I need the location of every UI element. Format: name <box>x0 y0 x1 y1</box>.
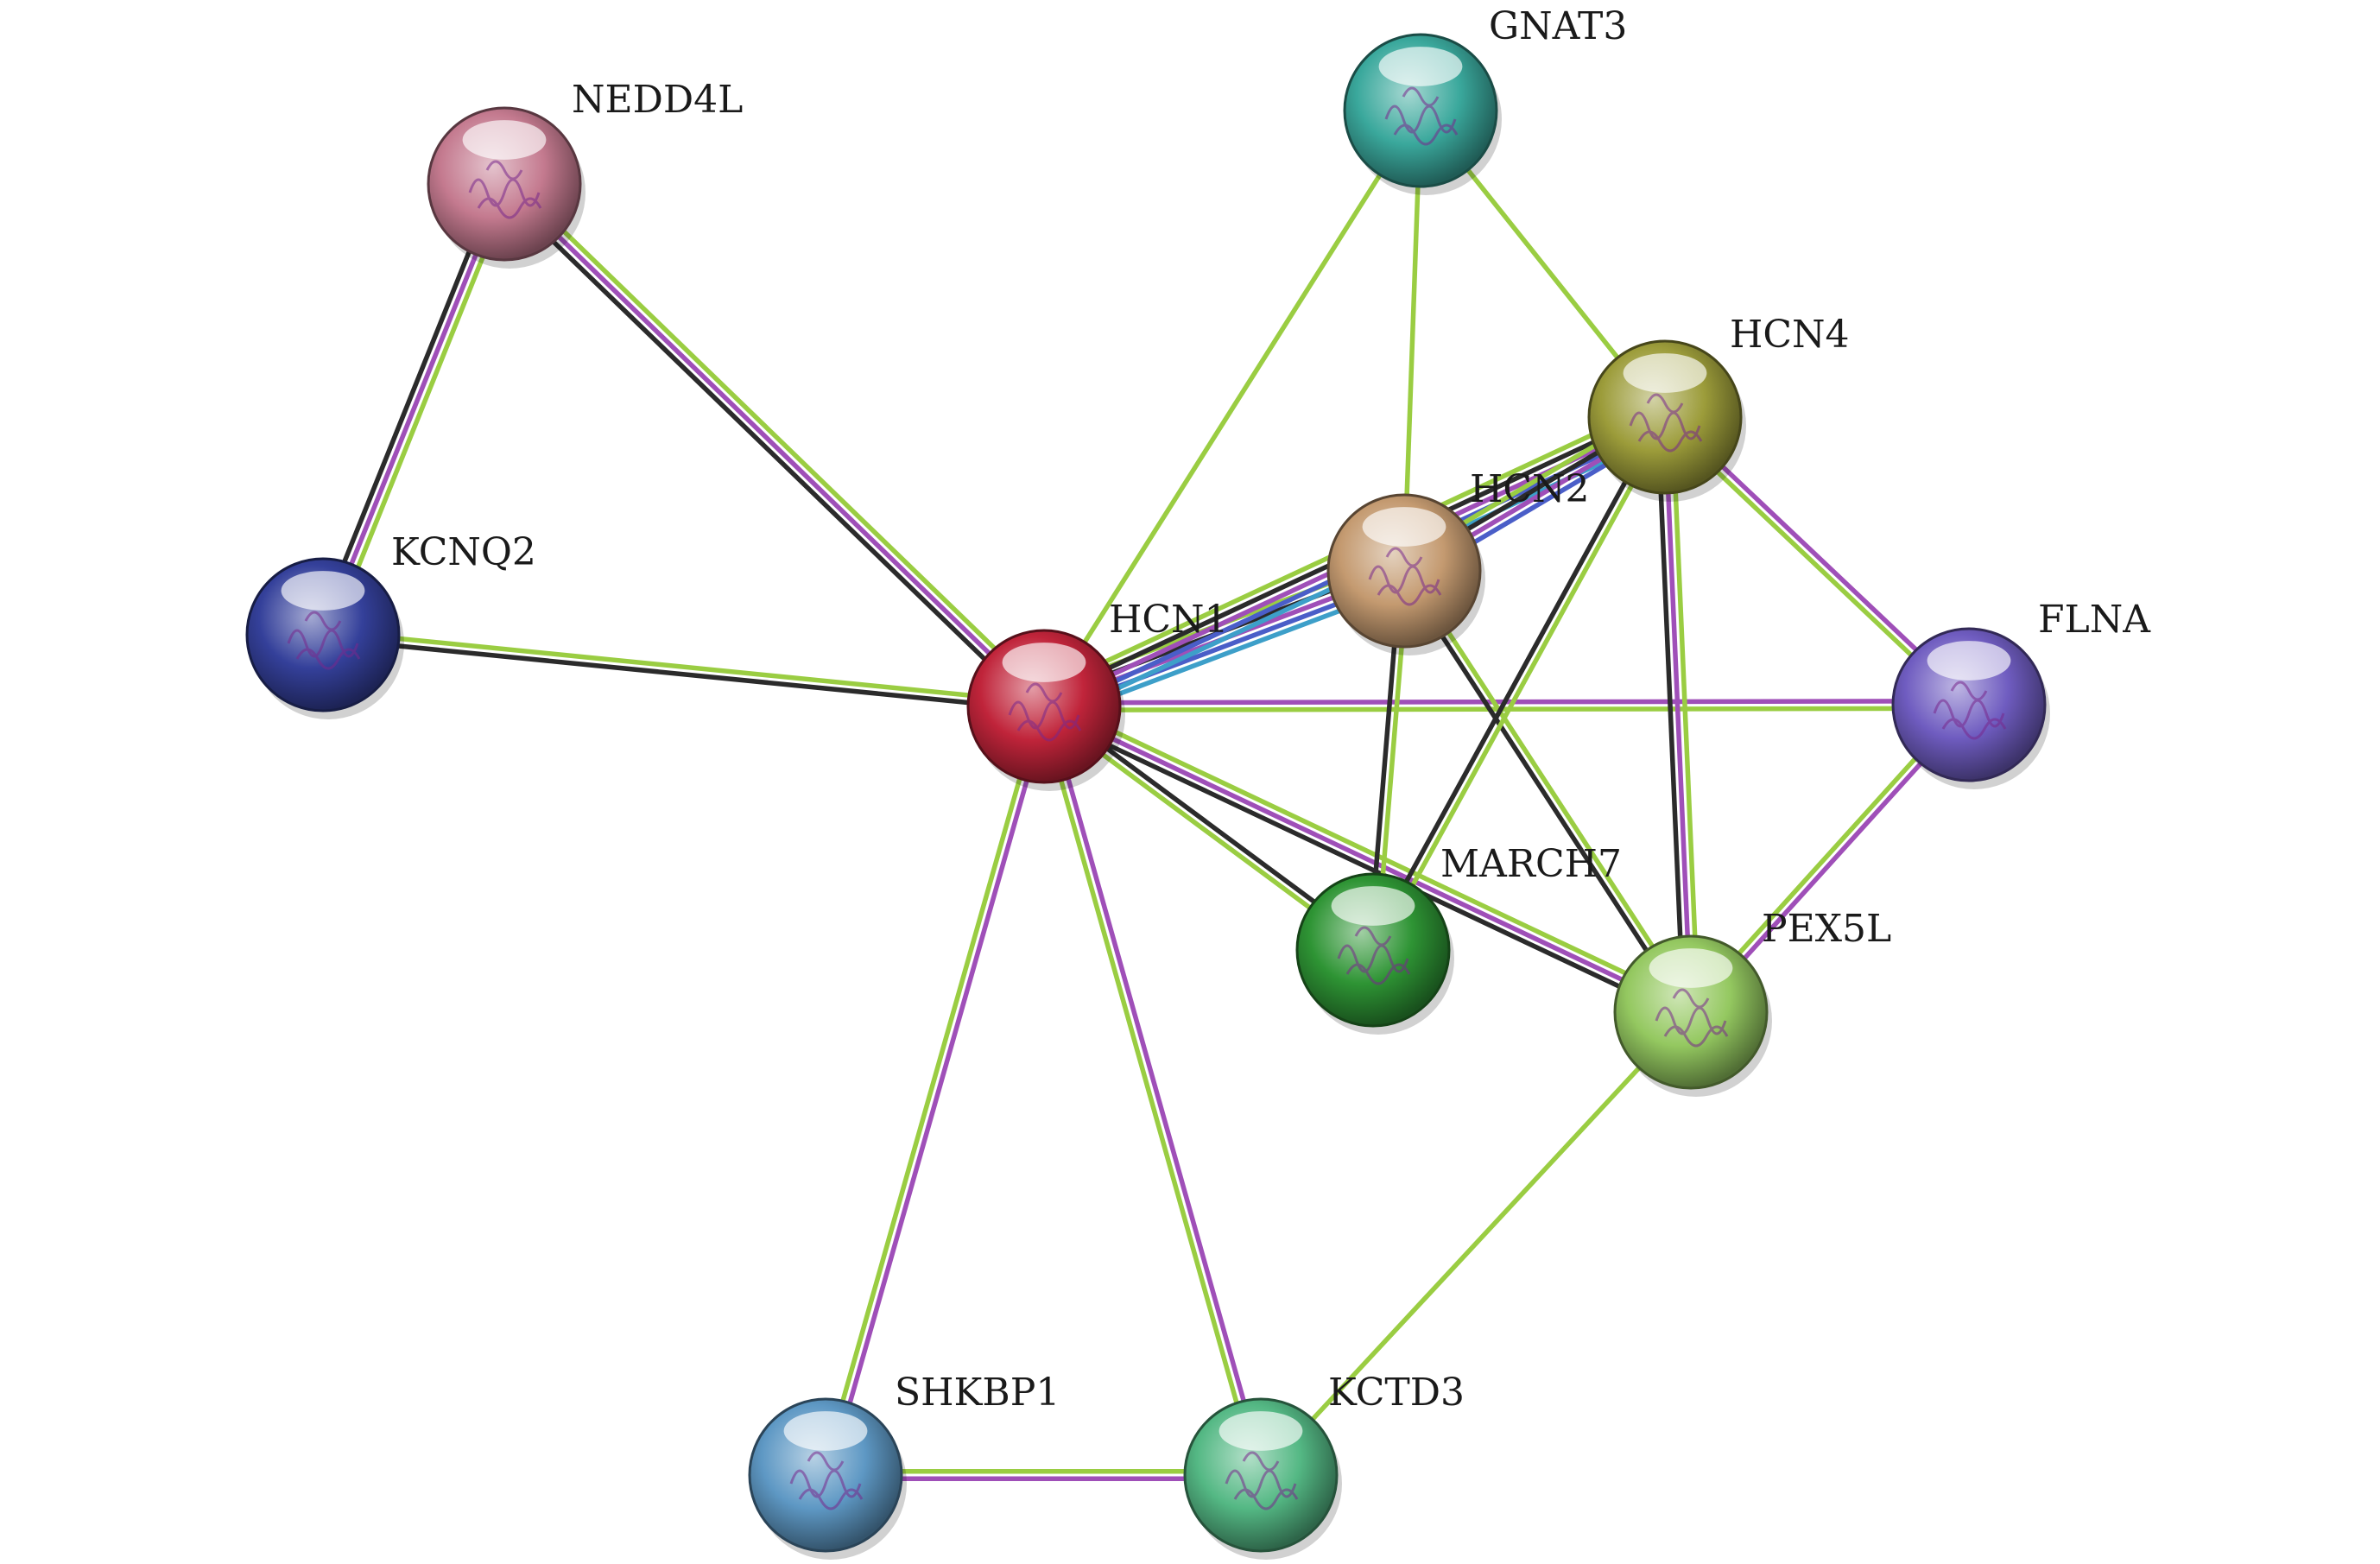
edge-strand-green <box>1669 416 1701 1012</box>
label-HCN4: HCN4 <box>1730 313 1850 357</box>
protein-structure-icon <box>789 1451 864 1510</box>
node-HCN2[interactable] <box>1326 493 1485 655</box>
node-PEX5L[interactable] <box>1613 934 1772 1097</box>
protein-structure-icon <box>1337 926 1411 985</box>
node-HCN1[interactable] <box>966 629 1125 791</box>
edge-HCN1-SHKBP1 <box>820 705 1050 1477</box>
label-KCTD3: KCTD3 <box>1328 1371 1465 1415</box>
edge-strand-green <box>1041 109 1423 708</box>
label-HCN1: HCN1 <box>1109 598 1229 642</box>
label-HCN2: HCN2 <box>1470 467 1590 511</box>
edge-HCN4-PEX5L <box>1655 416 1701 1013</box>
edge-HCN4-MARCH7 <box>1367 414 1671 953</box>
edge-strand-purple <box>320 182 507 636</box>
node-KCNQ2[interactable] <box>245 557 404 719</box>
edge-strand-green <box>507 176 1051 703</box>
edge-strand-black <box>1655 417 1687 1013</box>
protein-structure-icon <box>1629 393 1703 453</box>
edge-strand-black <box>1367 414 1664 950</box>
node-highlight <box>1362 507 1446 547</box>
label-FLNA: FLNA <box>2038 598 2151 642</box>
node-KCTD3[interactable] <box>1183 1397 1342 1560</box>
label-KCNQ2: KCNQ2 <box>391 530 536 574</box>
edge-strand-green <box>820 705 1043 1475</box>
label-SHKBP1: SHKBP1 <box>895 1371 1060 1415</box>
edge-strand-green <box>1258 1010 1693 1477</box>
nodes-layer <box>245 33 2050 1560</box>
edge-NEDD4L-KCNQ2 <box>313 180 514 639</box>
node-FLNA[interactable] <box>1891 627 2050 789</box>
edge-strand-black <box>1040 711 1689 1022</box>
node-MARCH7[interactable] <box>1295 872 1454 1035</box>
node-highlight <box>1218 1411 1303 1451</box>
edge-strand-green <box>1046 697 1695 1008</box>
edge-KCNQ2-HCN1 <box>322 629 1045 712</box>
protein-structure-icon <box>1933 681 2007 740</box>
edge-strand-purple <box>1042 704 1693 1015</box>
label-GNAT3: GNAT3 <box>1489 4 1627 48</box>
protein-structure-icon <box>468 160 542 219</box>
edge-strand-black <box>322 636 1044 712</box>
edge-NEDD4L-HCN1 <box>497 176 1051 714</box>
node-highlight <box>1649 948 1733 988</box>
node-highlight <box>281 571 365 611</box>
edge-strand-purple <box>1662 416 1693 1013</box>
edge-strand-green <box>323 629 1045 706</box>
node-highlight <box>1002 643 1086 682</box>
node-SHKBP1[interactable] <box>748 1397 907 1560</box>
node-highlight <box>1331 886 1415 926</box>
node-GNAT3[interactable] <box>1343 33 1502 195</box>
node-highlight <box>783 1411 868 1451</box>
protein-structure-icon <box>1384 86 1459 146</box>
edge-strand-green <box>327 186 514 639</box>
label-PEX5L: PEX5L <box>1762 907 1891 951</box>
edge-PEX5L-KCTD3 <box>1258 1010 1693 1477</box>
label-MARCH7: MARCH7 <box>1440 842 1622 886</box>
node-highlight <box>1927 641 2011 681</box>
edge-strand-green <box>1374 417 1671 953</box>
edge-strand-purple <box>826 706 1050 1477</box>
edge-HCN1-PEX5L <box>1040 697 1695 1022</box>
edge-GNAT3-HCN1 <box>1041 109 1423 708</box>
labels-layer: NEDD4L GNAT3 HCN4 HCN2 KCNQ2 HCN1 FLNA M… <box>391 4 2151 1415</box>
edges-layer <box>313 109 1974 1481</box>
protein-structure-icon <box>1655 988 1729 1048</box>
edge-HCN1-KCTD3 <box>1038 705 1267 1477</box>
node-NEDD4L[interactable] <box>427 106 586 269</box>
edge-strand-black <box>313 180 500 633</box>
node-highlight <box>1623 353 1707 393</box>
node-HCN4[interactable] <box>1587 339 1746 502</box>
protein-structure-icon <box>1368 547 1442 606</box>
node-highlight <box>1378 47 1463 86</box>
edge-strand-green <box>1405 567 1696 1012</box>
edge-strand-purple <box>503 182 1046 708</box>
edge-strand-green <box>1038 706 1260 1477</box>
edge-strand-black <box>1399 571 1690 1016</box>
node-highlight <box>462 120 547 160</box>
edge-HCN2-PEX5L <box>1399 567 1696 1016</box>
label-NEDD4L: NEDD4L <box>572 78 743 122</box>
protein-structure-icon <box>287 611 361 670</box>
edge-strand-black <box>497 187 1041 714</box>
protein-structure-icon <box>1225 1451 1299 1510</box>
edge-strand-purple <box>1045 705 1267 1475</box>
protein-structure-icon <box>1008 682 1082 742</box>
